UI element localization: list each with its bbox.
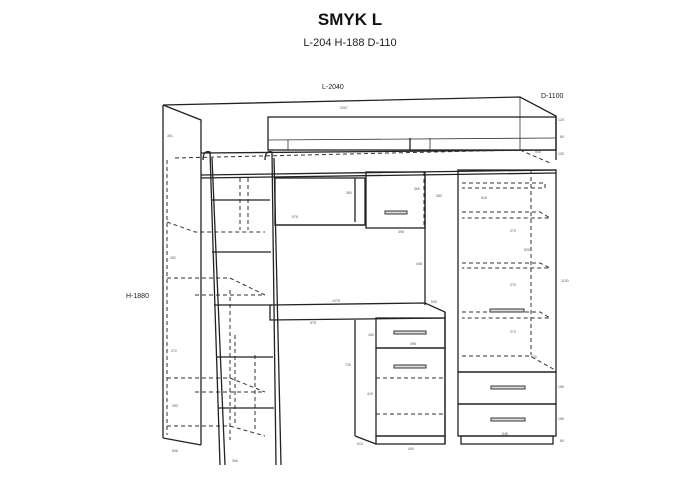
dim-label: 513: [357, 442, 363, 446]
dim-label: 408: [416, 262, 422, 266]
dim-label: 935: [535, 150, 541, 154]
desk: [269, 171, 446, 445]
dim-label: 273: [510, 229, 516, 233]
dim-label: 396: [232, 459, 238, 463]
dim-label: 80: [560, 135, 564, 139]
small-dimension-labels: 2007 301 120 80 133 935 360 576 360 396 …: [167, 106, 569, 463]
dim-label: 725: [345, 363, 351, 367]
dim-label: 272: [171, 349, 177, 353]
dim-label: 160: [558, 385, 564, 389]
dim-label: 160: [368, 333, 374, 337]
dim-label: 675: [310, 321, 316, 325]
dim-label: 400: [408, 447, 414, 451]
dim-label: 506: [172, 449, 178, 453]
dim-label: 273: [510, 330, 516, 334]
dim-label: 133: [558, 152, 564, 156]
depth-label: D-1100: [541, 93, 564, 100]
dim-label: 1130: [561, 279, 569, 283]
height-label: H-1880: [126, 293, 149, 300]
dim-label: 576: [292, 215, 298, 219]
dim-label: 360: [346, 191, 352, 195]
dim-label: 520: [524, 248, 530, 252]
dim-label: 282: [170, 256, 176, 260]
product-title: SMYK L: [317, 10, 383, 29]
dim-label: 2007: [340, 106, 348, 110]
dim-label: 160: [558, 417, 564, 421]
left-shelf-unit: [166, 160, 266, 440]
dim-label: 518: [481, 196, 487, 200]
dim-label: 253: [172, 404, 178, 408]
dim-label: 396: [398, 230, 404, 234]
product-dimensions-summary: L-204 H-188 D-110: [303, 37, 397, 49]
dim-label: 398: [410, 342, 416, 346]
dim-label: 548: [502, 432, 508, 436]
dim-label: 419: [367, 392, 373, 396]
dim-label: 1075: [332, 299, 340, 303]
dim-label: 301: [167, 134, 173, 138]
wardrobe: [444, 169, 557, 445]
bed-frame: [162, 96, 557, 446]
dim-label: 383: [436, 194, 442, 198]
ladder[interactable]: [202, 151, 282, 466]
dim-label: 120: [558, 118, 564, 122]
length-label: L-2040: [322, 84, 344, 91]
dim-label: 530: [431, 300, 437, 304]
dim-label: 520: [531, 355, 537, 359]
dim-label: 270: [510, 283, 516, 287]
dim-label: 80: [560, 439, 564, 443]
dim-label: 360: [414, 187, 420, 191]
